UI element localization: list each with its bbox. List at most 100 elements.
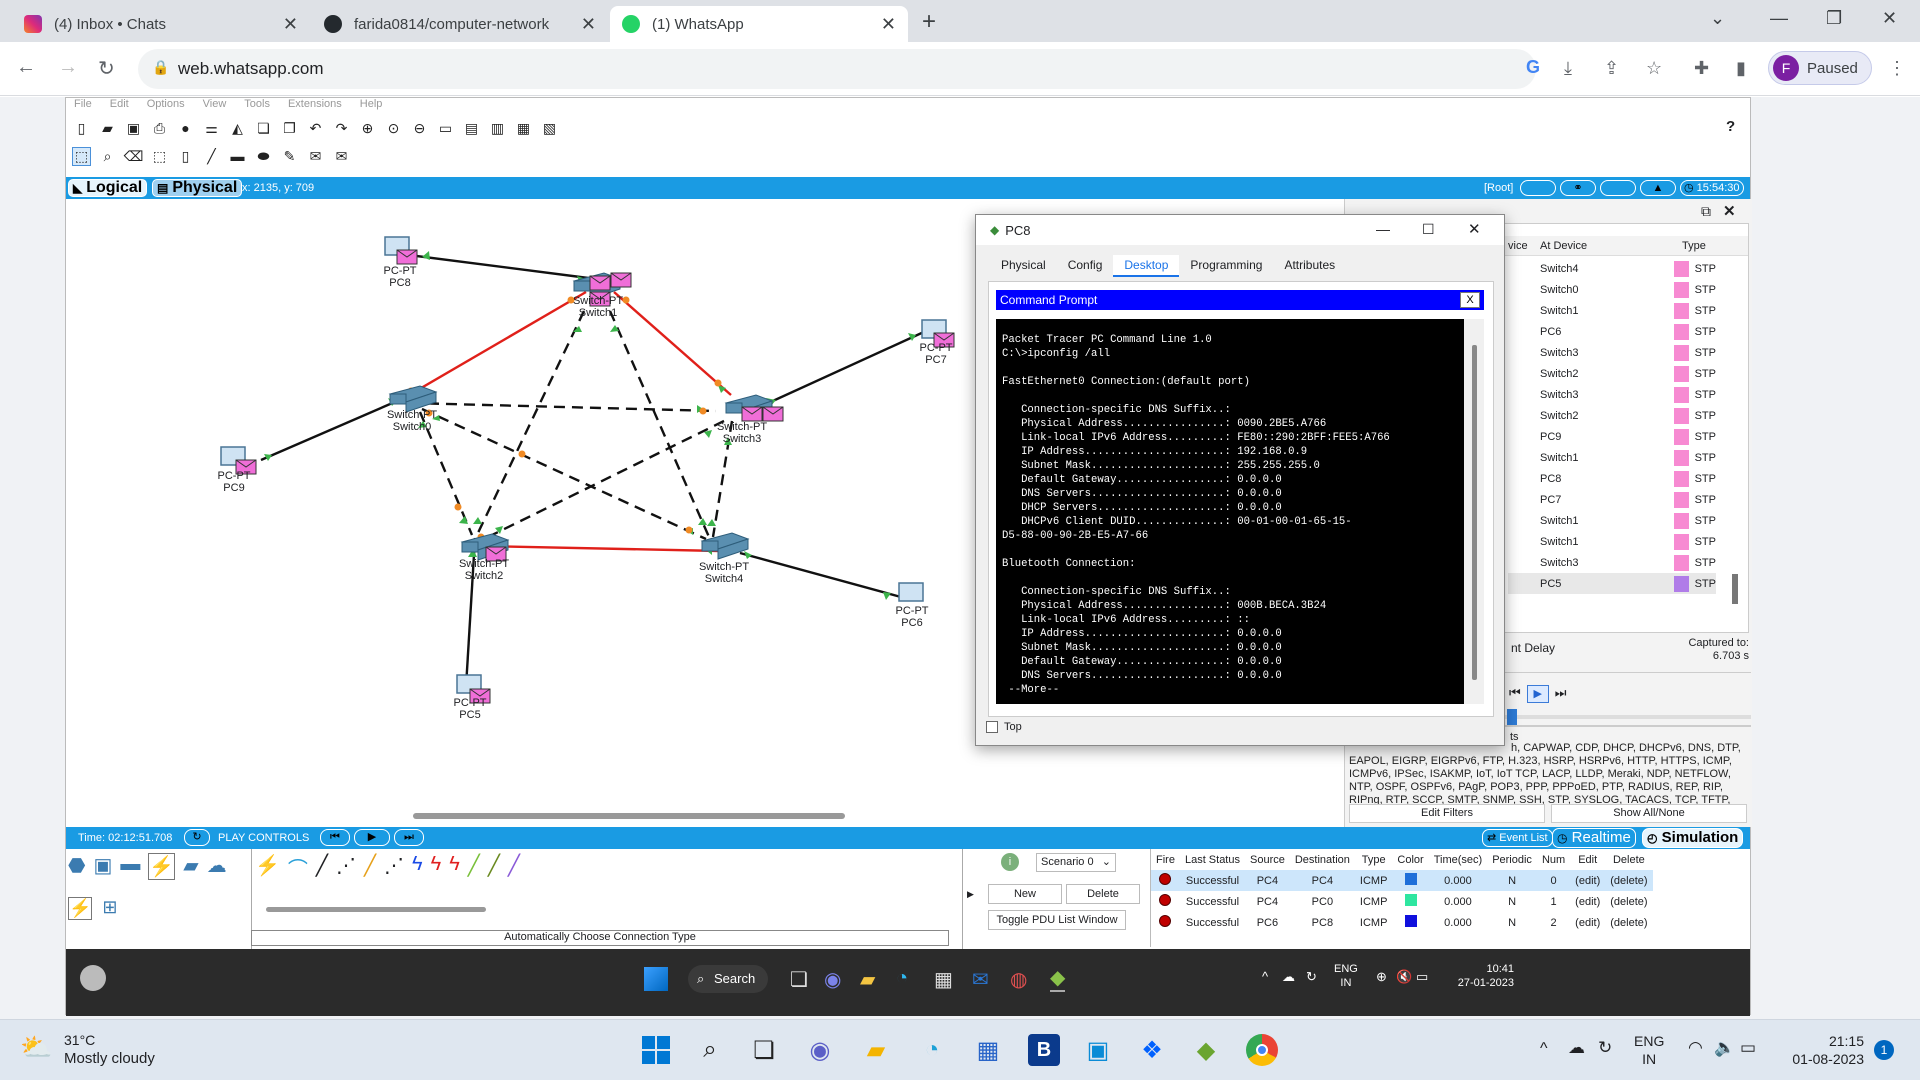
simulation-button[interactable]: ◴ Simulation	[1642, 828, 1744, 848]
select-tool-icon[interactable]: ⬚	[72, 146, 91, 166]
multiuser-icon[interactable]: ☁	[206, 855, 227, 877]
connections-icon[interactable]: ⚡	[148, 853, 176, 880]
fire-icon[interactable]	[1151, 912, 1180, 933]
booking-icon[interactable]: B	[1028, 1034, 1060, 1066]
components-icon[interactable]: ▬	[120, 853, 141, 875]
misc-icon[interactable]: ▰	[183, 855, 199, 877]
delete-scenario-button[interactable]: Delete	[1066, 884, 1140, 904]
custom-devices-icon[interactable]: ▤	[464, 119, 479, 136]
edge-icon[interactable]: ◔	[924, 1036, 940, 1063]
fire-icon[interactable]	[1151, 870, 1180, 891]
delete-tool-icon[interactable]: ⌫	[123, 147, 144, 164]
weather-icon[interactable]	[80, 965, 106, 991]
octal-cable-icon[interactable]: ╱	[467, 855, 480, 877]
logical-view-button[interactable]: ◣Logical	[68, 179, 148, 197]
drawing-palette-icon[interactable]: ▭	[438, 119, 453, 136]
address-bar[interactable]: 🔒 web.whatsapp.com G	[138, 49, 1540, 89]
menu-tools[interactable]: Tools	[244, 98, 270, 110]
play-pause-icon[interactable]: ▶	[354, 829, 390, 846]
speed-slider[interactable]	[1507, 709, 1517, 725]
packet-tracer-icon[interactable]: ◆	[1196, 1036, 1216, 1064]
set-tiled-background-icon[interactable]	[1600, 180, 1636, 196]
close-window-button[interactable]: ✕	[1882, 8, 1898, 28]
help-icon[interactable]: ?	[1726, 118, 1736, 135]
outlook-icon[interactable]: ✉	[972, 969, 989, 991]
viewport-icon[interactable]: ▲	[1640, 180, 1676, 196]
pdu-delete[interactable]: (delete)	[1610, 895, 1648, 908]
workspace-scrollbar[interactable]	[413, 813, 845, 819]
onedrive-icon[interactable]: ☁	[1282, 969, 1295, 984]
usb-cable-icon[interactable]: ╱	[507, 855, 520, 877]
tray-chevron-icon[interactable]: ^	[1540, 1040, 1548, 1057]
network-wizard-icon[interactable]: ⚌	[205, 119, 218, 136]
weather-icon[interactable]: ⛅	[20, 1032, 53, 1062]
sync-icon[interactable]: ↻	[1598, 1038, 1613, 1057]
info-icon[interactable]: ●	[181, 120, 190, 136]
cluster-icon[interactable]: ▥	[490, 119, 505, 136]
google-translate-icon[interactable]: G	[1526, 57, 1541, 77]
more-menu-icon[interactable]: ⋮	[1888, 58, 1906, 78]
battery-icon[interactable]: ▭	[1740, 1038, 1757, 1057]
undo-icon[interactable]: ↶	[309, 119, 322, 136]
scenario-info-icon[interactable]: i	[1001, 853, 1019, 871]
forward-icon[interactable]: →	[58, 56, 78, 78]
close-tab-icon[interactable]: ✕	[580, 13, 596, 34]
app-icon[interactable]: ◍	[1010, 969, 1028, 991]
new-scenario-button[interactable]: New	[988, 884, 1062, 904]
browser-tab-whatsapp[interactable]: (1) WhatsApp ✕	[610, 6, 908, 42]
new-file-icon[interactable]: ▯	[77, 119, 86, 136]
install-icon[interactable]: ⤓	[1564, 58, 1572, 78]
coaxial-cable-icon[interactable]: ϟ	[412, 853, 423, 875]
play-icon[interactable]: ▶	[1526, 685, 1549, 703]
menu-file[interactable]: File	[74, 98, 92, 110]
reset-time-icon[interactable]: ↻	[184, 829, 210, 846]
extensions-icon[interactable]: ✚	[1694, 58, 1710, 78]
zoom-reset-icon[interactable]: ⊙	[387, 119, 400, 136]
windows-start-icon[interactable]	[642, 1036, 670, 1064]
freeform-tool-icon[interactable]: ✎	[283, 147, 296, 164]
pdu-edit[interactable]: (edit)	[1575, 916, 1601, 929]
new-cluster-icon[interactable]	[1520, 180, 1556, 196]
network-devices-icon[interactable]: ⬣	[68, 855, 86, 877]
store-icon[interactable]: ▦	[934, 969, 953, 991]
save-icon[interactable]: ▣	[126, 119, 141, 136]
event-scrollbar[interactable]	[1732, 574, 1738, 604]
console-cable-icon[interactable]: ⌒	[287, 859, 308, 881]
inspect-tool-icon[interactable]: ⌕	[103, 147, 112, 164]
terminal-output[interactable]: Packet Tracer PC Command Line 1.0 C:\>ip…	[996, 319, 1464, 704]
tab-programming[interactable]: Programming	[1190, 258, 1263, 272]
dialog-maximize-button[interactable]: ☐	[1422, 221, 1435, 237]
close-tab-icon[interactable]: ✕	[880, 13, 896, 34]
network-icon[interactable]: ⊕	[1376, 969, 1387, 984]
windows-start-icon[interactable]	[644, 967, 668, 991]
onedrive-icon[interactable]: ☁	[1568, 1038, 1585, 1057]
tab-search-icon[interactable]: ⌄	[1710, 8, 1726, 28]
zoom-out-icon[interactable]: ⊖	[413, 119, 426, 136]
copy-icon[interactable]: ❏	[257, 119, 270, 136]
profile-button[interactable]: F Paused	[1768, 51, 1872, 85]
reload-icon[interactable]: ↻	[98, 58, 115, 80]
collapse-arrow-icon[interactable]: ▶	[967, 889, 974, 899]
open-folder-icon[interactable]: ▰	[102, 119, 113, 136]
simple-pdu-icon[interactable]: ✉	[309, 147, 322, 164]
close-panel-icon[interactable]: ✕	[1723, 203, 1736, 220]
activity-wizard-icon[interactable]: ◭	[232, 119, 243, 136]
note-tool-icon[interactable]: ▯	[181, 147, 190, 164]
close-tab-icon[interactable]: ✕	[282, 13, 298, 34]
terminal-scrollbar[interactable]	[1464, 319, 1484, 704]
undock-icon[interactable]: ⧉	[1701, 203, 1711, 219]
tab-physical[interactable]: Physical	[1001, 258, 1046, 272]
